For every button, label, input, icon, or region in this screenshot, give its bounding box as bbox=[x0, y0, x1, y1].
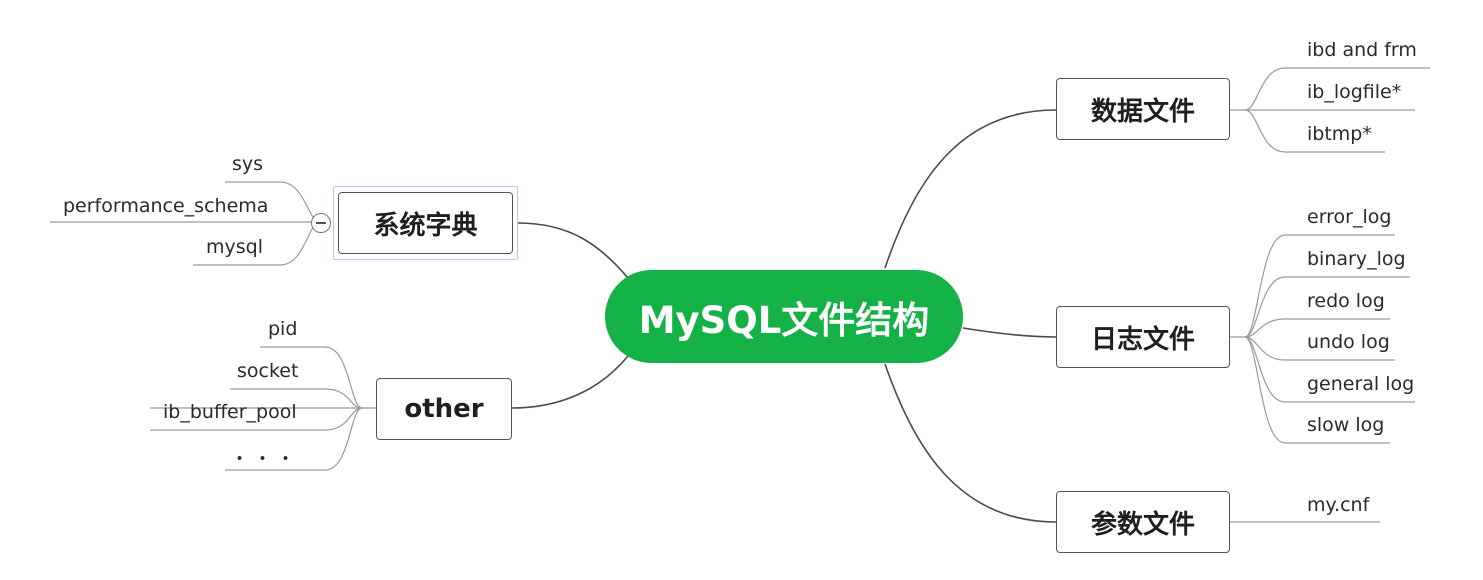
leaf-line-redo-log bbox=[1244, 318, 1390, 338]
branch-log-files[interactable]: 日志文件 bbox=[1056, 306, 1230, 368]
branch-param-files[interactable]: 参数文件 bbox=[1056, 491, 1230, 553]
connector-root-param-files bbox=[884, 363, 1057, 523]
leaf-ellipsis[interactable]: ・・・ bbox=[230, 448, 300, 470]
leaf-line-general-log bbox=[1244, 336, 1415, 403]
leaf-ibd-and-frm[interactable]: ibd and frm bbox=[1307, 39, 1417, 61]
branch-system-dict[interactable]: 系统字典 bbox=[338, 192, 513, 254]
leaf-line-ellipsis bbox=[225, 407, 363, 471]
leaf-sys[interactable]: sys bbox=[232, 153, 264, 175]
connector-root-log-files bbox=[962, 327, 1057, 338]
leaf-slow-log[interactable]: slow log bbox=[1307, 414, 1385, 436]
leaf-line-slow-log bbox=[1244, 336, 1390, 444]
leaf-error-log[interactable]: error_log bbox=[1307, 206, 1392, 228]
root-node[interactable]: MySQL文件结构 bbox=[605, 270, 963, 363]
leaf-socket[interactable]: socket bbox=[237, 360, 299, 382]
leaf-my-cnf[interactable]: my.cnf bbox=[1307, 494, 1370, 516]
connector-root-system-dict bbox=[517, 222, 629, 279]
leaf-ib-logfile[interactable]: ib_logfile* bbox=[1307, 81, 1402, 103]
leaf-line-ibtmp bbox=[1244, 109, 1385, 153]
leaf-performance-schema[interactable]: performance_schema bbox=[63, 195, 269, 217]
leaf-undo-log[interactable]: undo log bbox=[1307, 331, 1390, 353]
leaf-binary-log[interactable]: binary_log bbox=[1307, 248, 1406, 270]
leaf-pid[interactable]: pid bbox=[268, 318, 298, 340]
leaf-ib-buffer-pool[interactable]: ib_buffer_pool bbox=[163, 401, 297, 423]
leaf-line-binary-log bbox=[1244, 276, 1410, 338]
leaf-general-log[interactable]: general log bbox=[1307, 373, 1415, 395]
leaf-ibtmp[interactable]: ibtmp* bbox=[1307, 123, 1372, 145]
leaf-line-socket bbox=[230, 388, 363, 409]
branch-other[interactable]: other bbox=[376, 378, 512, 440]
collapse-minus-icon[interactable] bbox=[311, 213, 331, 233]
leaf-redo-log[interactable]: redo log bbox=[1307, 290, 1385, 312]
leaf-mysql[interactable]: mysql bbox=[206, 236, 263, 258]
branch-data-files[interactable]: 数据文件 bbox=[1056, 78, 1230, 140]
leaf-line-error-log bbox=[1230, 234, 1395, 338]
leaf-line-ib-buffer-pool bbox=[150, 407, 363, 431]
selection-frame bbox=[333, 186, 518, 260]
connector-root-data-files bbox=[884, 109, 1057, 269]
connector-root-other bbox=[511, 355, 629, 409]
leaf-line-undo-log bbox=[1244, 336, 1395, 361]
